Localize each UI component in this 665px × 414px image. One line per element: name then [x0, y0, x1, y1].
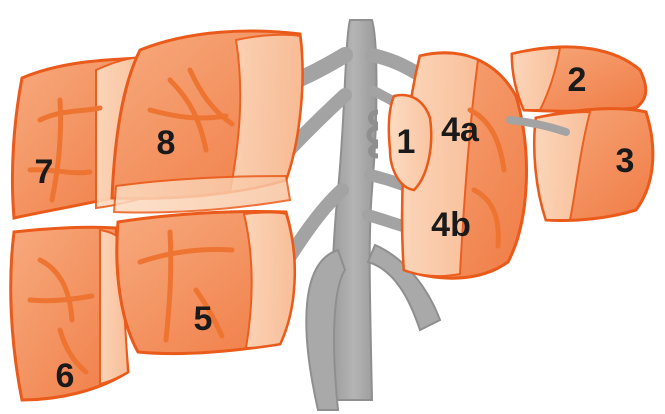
segment-label-1: 1	[397, 123, 416, 161]
segment-8	[112, 31, 302, 212]
segment-label-4a: 4a	[441, 111, 480, 149]
segment-label-4b: 4b	[431, 206, 471, 244]
segment-label-2: 2	[568, 61, 587, 99]
segment-label-5: 5	[194, 300, 213, 338]
branch-to-2	[372, 55, 420, 75]
segment-label-6: 6	[56, 357, 75, 395]
segment-label-7: 7	[35, 153, 54, 191]
segment-label-8: 8	[157, 124, 176, 162]
segment-label-3: 3	[616, 142, 635, 180]
